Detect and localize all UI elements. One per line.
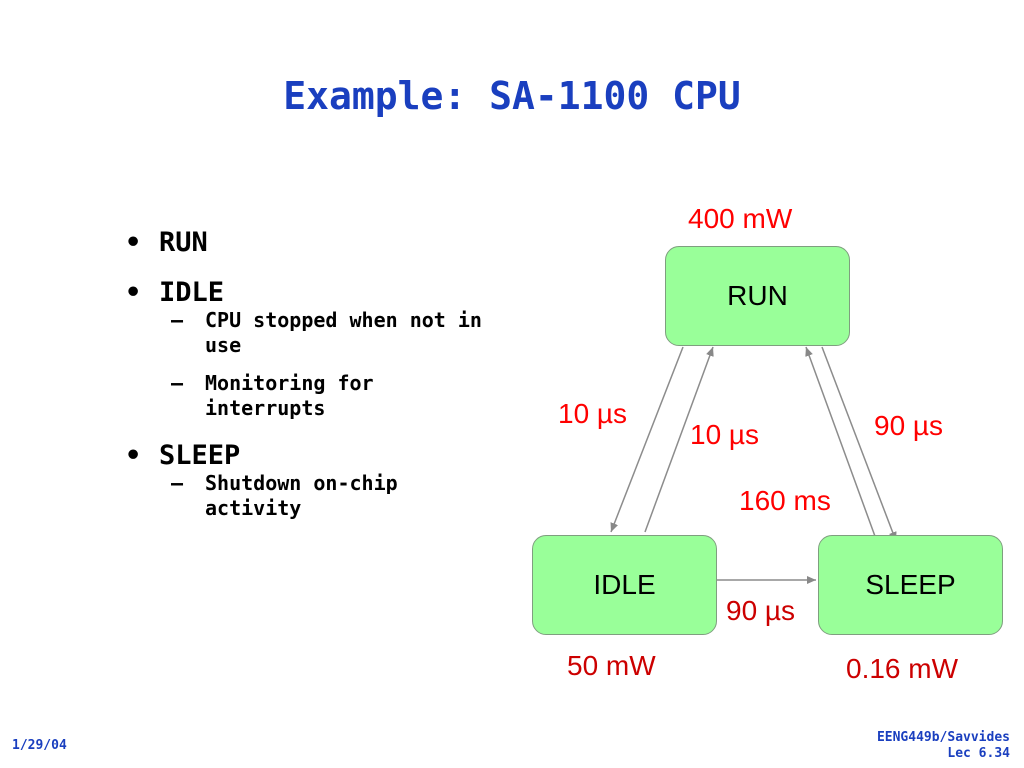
footer-lecture: Lec 6.34: [947, 746, 1010, 761]
footer-credit: EENG449b/Savvides Lec 6.34: [877, 730, 1010, 762]
state-idle: IDLE: [532, 535, 717, 635]
sub-bullet: – CPU stopped when not in use: [159, 308, 495, 358]
latency-idle-to-sleep: 90 µs: [726, 595, 796, 626]
arrow-run-to-sleep: [821, 346, 897, 542]
power-run: 400 mW: [688, 203, 793, 234]
bullet-sleep: • SLEEP – Shutdown on-chip activity: [125, 441, 505, 521]
page-title: Example: SA-1100 CPU: [283, 74, 741, 118]
state-run-label: RUN: [727, 280, 788, 311]
dash-glyph: –: [171, 308, 184, 332]
sub-bullet-label: Shutdown on-chip activity: [205, 471, 398, 520]
bullet-glyph: •: [125, 227, 142, 258]
latency-idle-to-run: 10 µs: [690, 419, 760, 450]
arrow-run-to-idle: [610, 346, 684, 533]
power-sleep: 0.16 mW: [846, 653, 959, 684]
bullet-glyph: •: [125, 277, 142, 308]
state-idle-label: IDLE: [593, 569, 656, 600]
sub-bullet: – Shutdown on-chip activity: [159, 471, 495, 521]
latency-run-to-idle: 10 µs: [558, 398, 628, 429]
bullet-label: SLEEP: [159, 440, 241, 471]
arrow-sleep-to-run: [805, 346, 877, 540]
state-run: RUN: [665, 246, 850, 346]
latency-sleep-to-run: 160 ms: [739, 485, 831, 516]
bullet-label: RUN: [159, 227, 208, 258]
sub-bullet-label: Monitoring for interrupts: [205, 371, 374, 420]
latency-run-sleep: 90 µs: [874, 410, 944, 441]
footer-date: 1/29/04: [12, 738, 67, 753]
dash-glyph: –: [171, 471, 184, 495]
bullet-idle: • IDLE – CPU stopped when not in use – M…: [125, 278, 505, 421]
power-idle: 50 mW: [567, 650, 656, 681]
bullet-list: • RUN • IDLE – CPU stopped when not in u…: [125, 228, 505, 541]
bullet-glyph: •: [125, 440, 142, 471]
sub-bullet-label: CPU stopped when not in use: [205, 308, 482, 357]
footer-course: EENG449b/Savvides: [876, 730, 1010, 745]
bullet-label: IDLE: [159, 277, 225, 308]
arrow-idle-to-run: [644, 346, 714, 533]
state-sleep: SLEEP: [818, 535, 1003, 635]
dash-glyph: –: [171, 371, 184, 395]
sub-bullet: – Monitoring for interrupts: [159, 371, 495, 421]
state-sleep-label: SLEEP: [865, 569, 956, 600]
bullet-run: • RUN: [125, 228, 505, 258]
